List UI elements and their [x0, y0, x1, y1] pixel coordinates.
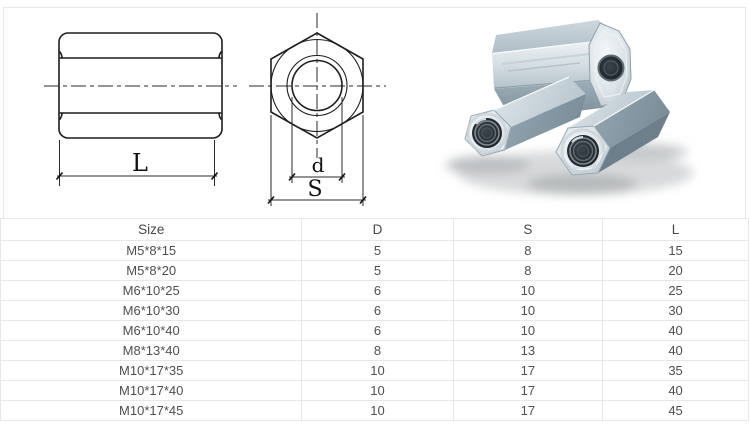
table-cell: 15 [602, 240, 749, 261]
table-cell: 8 [452, 260, 604, 281]
dim-tick [267, 195, 275, 205]
table-cell: 10 [301, 400, 454, 421]
table-row: M6*10*25 6 10 25 [0, 280, 749, 301]
chamfer-circle [270, 38, 364, 133]
thread-circle [286, 54, 348, 117]
diameter-dimension-label: d [312, 153, 325, 177]
table-cell: 40 [602, 320, 749, 341]
table-cell: 45 [602, 400, 749, 421]
table-cell: M10*17*40 [0, 380, 303, 401]
table-row: M6*10*30 6 10 30 [0, 300, 749, 321]
column-header-size: Size [0, 218, 303, 241]
table-cell: M6*10*30 [0, 300, 303, 321]
front-view-drawing: d S [249, 13, 386, 206]
table-cell: M5*8*15 [0, 240, 303, 261]
table-cell: 6 [301, 280, 454, 301]
column-header-l: L [602, 218, 749, 241]
hole-circle [291, 59, 343, 112]
table-cell: 5 [301, 240, 454, 261]
dim-tick [210, 171, 219, 181]
thread-hole [567, 135, 599, 167]
table-cell: 35 [602, 360, 749, 381]
column-header-s: S [452, 218, 604, 241]
table-cell: 17 [452, 380, 604, 401]
table-cell: M6*10*40 [0, 320, 303, 341]
table-cell: 5 [301, 260, 454, 281]
table-cell: 10 [452, 300, 604, 321]
table-row: M6*10*40 6 10 40 [0, 320, 749, 341]
table-cell: M10*17*35 [0, 360, 303, 381]
chamfer-mark [218, 51, 222, 59]
chamfer-mark [218, 112, 222, 120]
dim-tick [55, 171, 64, 181]
table-header-row: Size D S L [0, 218, 749, 241]
table-cell: 8 [452, 240, 604, 261]
table-cell: 17 [452, 400, 604, 421]
dim-tick [288, 172, 296, 182]
table-cell: 8 [301, 340, 454, 361]
table-cell: 10 [452, 320, 604, 341]
table-cell: M8*13*40 [0, 340, 303, 361]
dim-tick [338, 172, 346, 182]
side-view-drawing: L [44, 32, 237, 186]
chamfer-mark [59, 112, 63, 120]
table-cell: 10 [301, 380, 454, 401]
column-header-d: D [301, 218, 454, 241]
table-cell: 40 [602, 340, 749, 361]
table-row: M5*8*20 5 8 20 [0, 260, 749, 281]
table-cell: 20 [602, 260, 749, 281]
thread-hole [599, 56, 623, 80]
table-cell: 17 [452, 360, 604, 381]
table-row: M8*13*40 8 13 40 [0, 340, 749, 361]
table-cell: 10 [452, 280, 604, 301]
chamfer-mark [59, 51, 63, 59]
table-cell: 25 [602, 280, 749, 301]
table-row: M5*8*15 5 8 15 [0, 240, 749, 261]
table-cell: M5*8*20 [0, 260, 303, 281]
table-cell: 6 [301, 320, 454, 341]
table-cell: M10*17*45 [0, 400, 303, 421]
product-photo [446, 20, 693, 195]
coupling-nut-right [555, 89, 670, 176]
table-cell: 13 [452, 340, 604, 361]
table-cell: 30 [602, 300, 749, 321]
technical-drawings: L d S [44, 13, 386, 206]
thread-hole [472, 118, 502, 148]
table-row: M10*17*40 10 17 40 [0, 380, 749, 401]
table-cell: 6 [301, 300, 454, 321]
table-cell: 10 [301, 360, 454, 381]
table-row: M10*17*45 10 17 45 [0, 400, 749, 421]
table-cell: M6*10*25 [0, 280, 303, 301]
table-cell: 40 [602, 380, 749, 401]
dim-tick [359, 195, 367, 205]
width-dimension-label: S [307, 177, 322, 202]
spec-table: Size D S L M5*8*15 5 8 15 M5*8*20 5 8 20… [0, 218, 749, 421]
hexagon-outline [270, 32, 364, 139]
length-dimension-label: L [132, 149, 148, 177]
table-row: M10*17*35 10 17 35 [0, 360, 749, 381]
coupling-nut-left [464, 76, 586, 157]
